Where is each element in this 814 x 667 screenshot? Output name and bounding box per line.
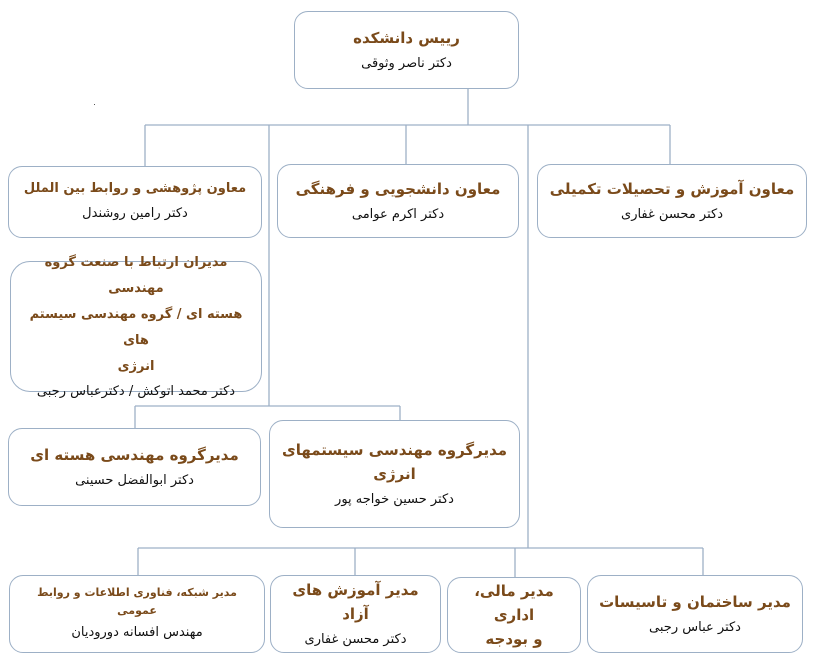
mgr-building-title: مدیر ساختمان و تاسیسات [599,592,791,611]
mgr-network-box: مدیر شبکه، فناوری اطلاعات و روابط عمومی … [9,575,265,653]
dept-energy-box: مدیرگروه مهندسی سیستمهای انرژی دکتر حسین… [269,420,520,528]
vp-education-name: دکتر محسن غفاری [621,206,723,222]
vp-student-title: معاون دانشجویی و فرهنگی [295,179,501,198]
dean-title: رییس دانشکده [353,28,460,47]
dept-nuclear-name: دکتر ابوالفضل حسینی [75,472,194,488]
dept-nuclear-box: مدیرگروه مهندسی هسته ای دکتر ابوالفضل حس… [8,428,261,506]
dept-energy-name: دکتر حسین خواجه پور [335,491,454,507]
vp-student-box: معاون دانشجویی و فرهنگی دکتر اکرم عوامی [277,164,519,238]
mgr-building-name: دکتر عباس رجبی [649,619,741,635]
dept-energy-title-line2: انرژی [373,464,416,483]
mgr-free-edu-title: مدیر آموزش های آزاد [292,580,419,623]
industry-liaison-name: دکتر محمد اتوکش / دکترعباس رجبی [36,384,236,400]
vp-research-box: معاون پژوهشی و روابط بین الملل دکتر رامی… [8,166,262,238]
vp-research-title: معاون پژوهشی و روابط بین الملل [23,181,247,197]
mgr-free-edu-name: دکتر محسن غفاری [304,631,407,647]
industry-liaison-title-line3: انرژی [117,359,155,375]
mgr-free-edu-box: مدیر آموزش های آزاد دکتر محسن غفاری [270,575,441,653]
mgr-building-box: مدیر ساختمان و تاسیسات دکتر عباس رجبی [587,575,803,653]
mgr-network-name: مهندس افسانه دوروديان [71,625,203,641]
industry-liaison-title-line2: هسته ای / گروه مهندسی سیستم های [29,307,243,349]
industry-liaison-title-line1: مدیران ارتباط با صنعت گروه مهندسی [44,255,228,297]
mgr-finance-box: مدیر مالی، اداری و بودجه [447,577,581,653]
mgr-network-title: مدیر شبکه، فناوری اطلاعات و روابط عمومی [37,586,237,617]
vp-education-box: معاون آموزش و تحصیلات تکمیلی دکتر محسن غ… [537,164,807,238]
mgr-finance-title-line1: مدیر مالی، اداری [474,582,554,624]
dean-name: دکتر ناصر وثوقی [361,55,452,71]
vp-student-name: دکتر اکرم عوامی [351,206,445,222]
industry-liaison-box: مدیران ارتباط با صنعت گروه مهندسی هسته ا… [10,255,262,399]
dept-nuclear-title: مدیرگروه مهندسی هسته ای [30,445,239,464]
vp-education-title: معاون آموزش و تحصیلات تکمیلی [549,179,795,198]
vp-research-name: دکتر رامین روشندل [82,206,188,221]
stray-dot [94,104,95,105]
mgr-finance-title-line2: و بودجه [485,630,543,648]
dean-box: رییس دانشکده دکتر ناصر وثوقی [294,11,519,89]
dept-energy-title-line1: مدیرگروه مهندسی سیستمهای [281,440,508,459]
